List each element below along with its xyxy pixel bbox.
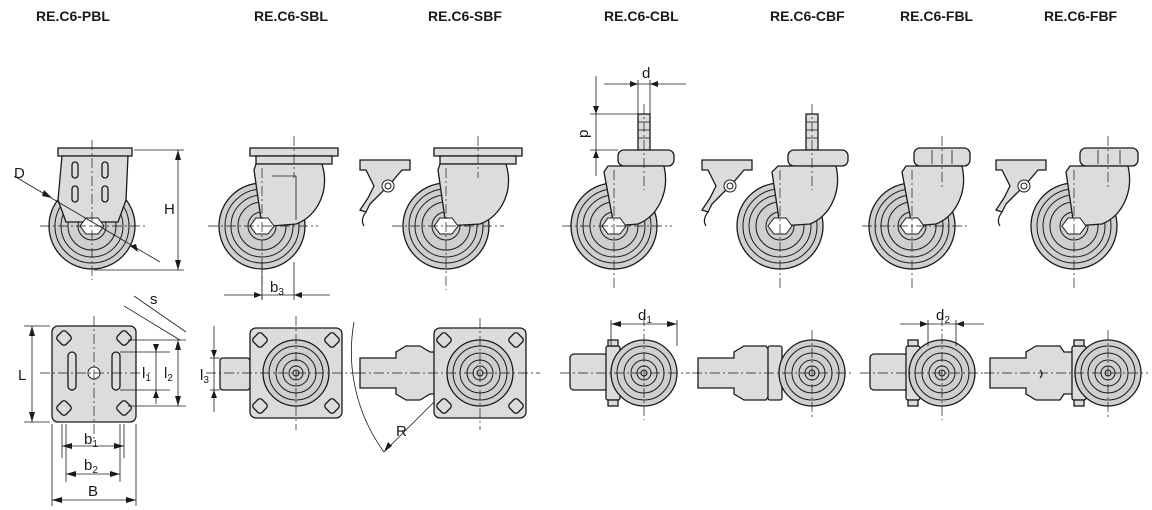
dim-B: B bbox=[88, 483, 98, 500]
dim-R: R bbox=[396, 423, 407, 440]
title-cbl: RE.C6-CBL bbox=[604, 8, 679, 24]
title-pbl: RE.C6-PBL bbox=[36, 8, 110, 24]
dim-d: d bbox=[642, 65, 650, 82]
title-cbf: RE.C6-CBF bbox=[770, 8, 845, 24]
dim-L: L bbox=[18, 367, 26, 384]
title-fbl: RE.C6-FBL bbox=[900, 8, 974, 24]
dim-s: s bbox=[150, 291, 158, 308]
cbl-top-view: d1 bbox=[560, 307, 690, 420]
dim-d1: d1 bbox=[638, 307, 652, 326]
sbl-side-view: b3 bbox=[208, 136, 339, 300]
dim-D: D bbox=[14, 165, 25, 182]
pbl-side-view: D H bbox=[13, 140, 184, 280]
dim-b3: b3 bbox=[270, 279, 284, 298]
dim-H: H bbox=[164, 201, 175, 218]
fbf-top-view bbox=[984, 330, 1148, 420]
dim-l2: l2 bbox=[164, 365, 173, 384]
dim-d2: d2 bbox=[936, 307, 950, 326]
title-fbf: RE.C6-FBF bbox=[1044, 8, 1118, 24]
title-sbf: RE.C6-SBF bbox=[428, 8, 502, 24]
fbf-side-view bbox=[995, 136, 1139, 290]
pbl-top-view: L l1 l2 s b1 b2 B bbox=[18, 291, 187, 506]
cbl-side-view: d p bbox=[562, 65, 686, 290]
sbf-top-view: R bbox=[350, 318, 540, 453]
title-sbl: RE.C6-SBL bbox=[254, 8, 328, 24]
cbf-top-view bbox=[692, 330, 852, 420]
sbf-side-view bbox=[359, 136, 523, 290]
sbl-top-view: l3 bbox=[200, 316, 356, 430]
dim-p: p bbox=[575, 130, 592, 138]
fbl-side-view bbox=[862, 136, 971, 290]
cbf-side-view bbox=[701, 104, 849, 290]
dim-l3: l3 bbox=[200, 367, 209, 386]
dim-l1: l1 bbox=[142, 365, 151, 384]
dim-b1: b1 bbox=[84, 431, 98, 450]
dim-b2: b2 bbox=[84, 457, 98, 476]
fbl-top-view: d2 bbox=[860, 307, 986, 420]
